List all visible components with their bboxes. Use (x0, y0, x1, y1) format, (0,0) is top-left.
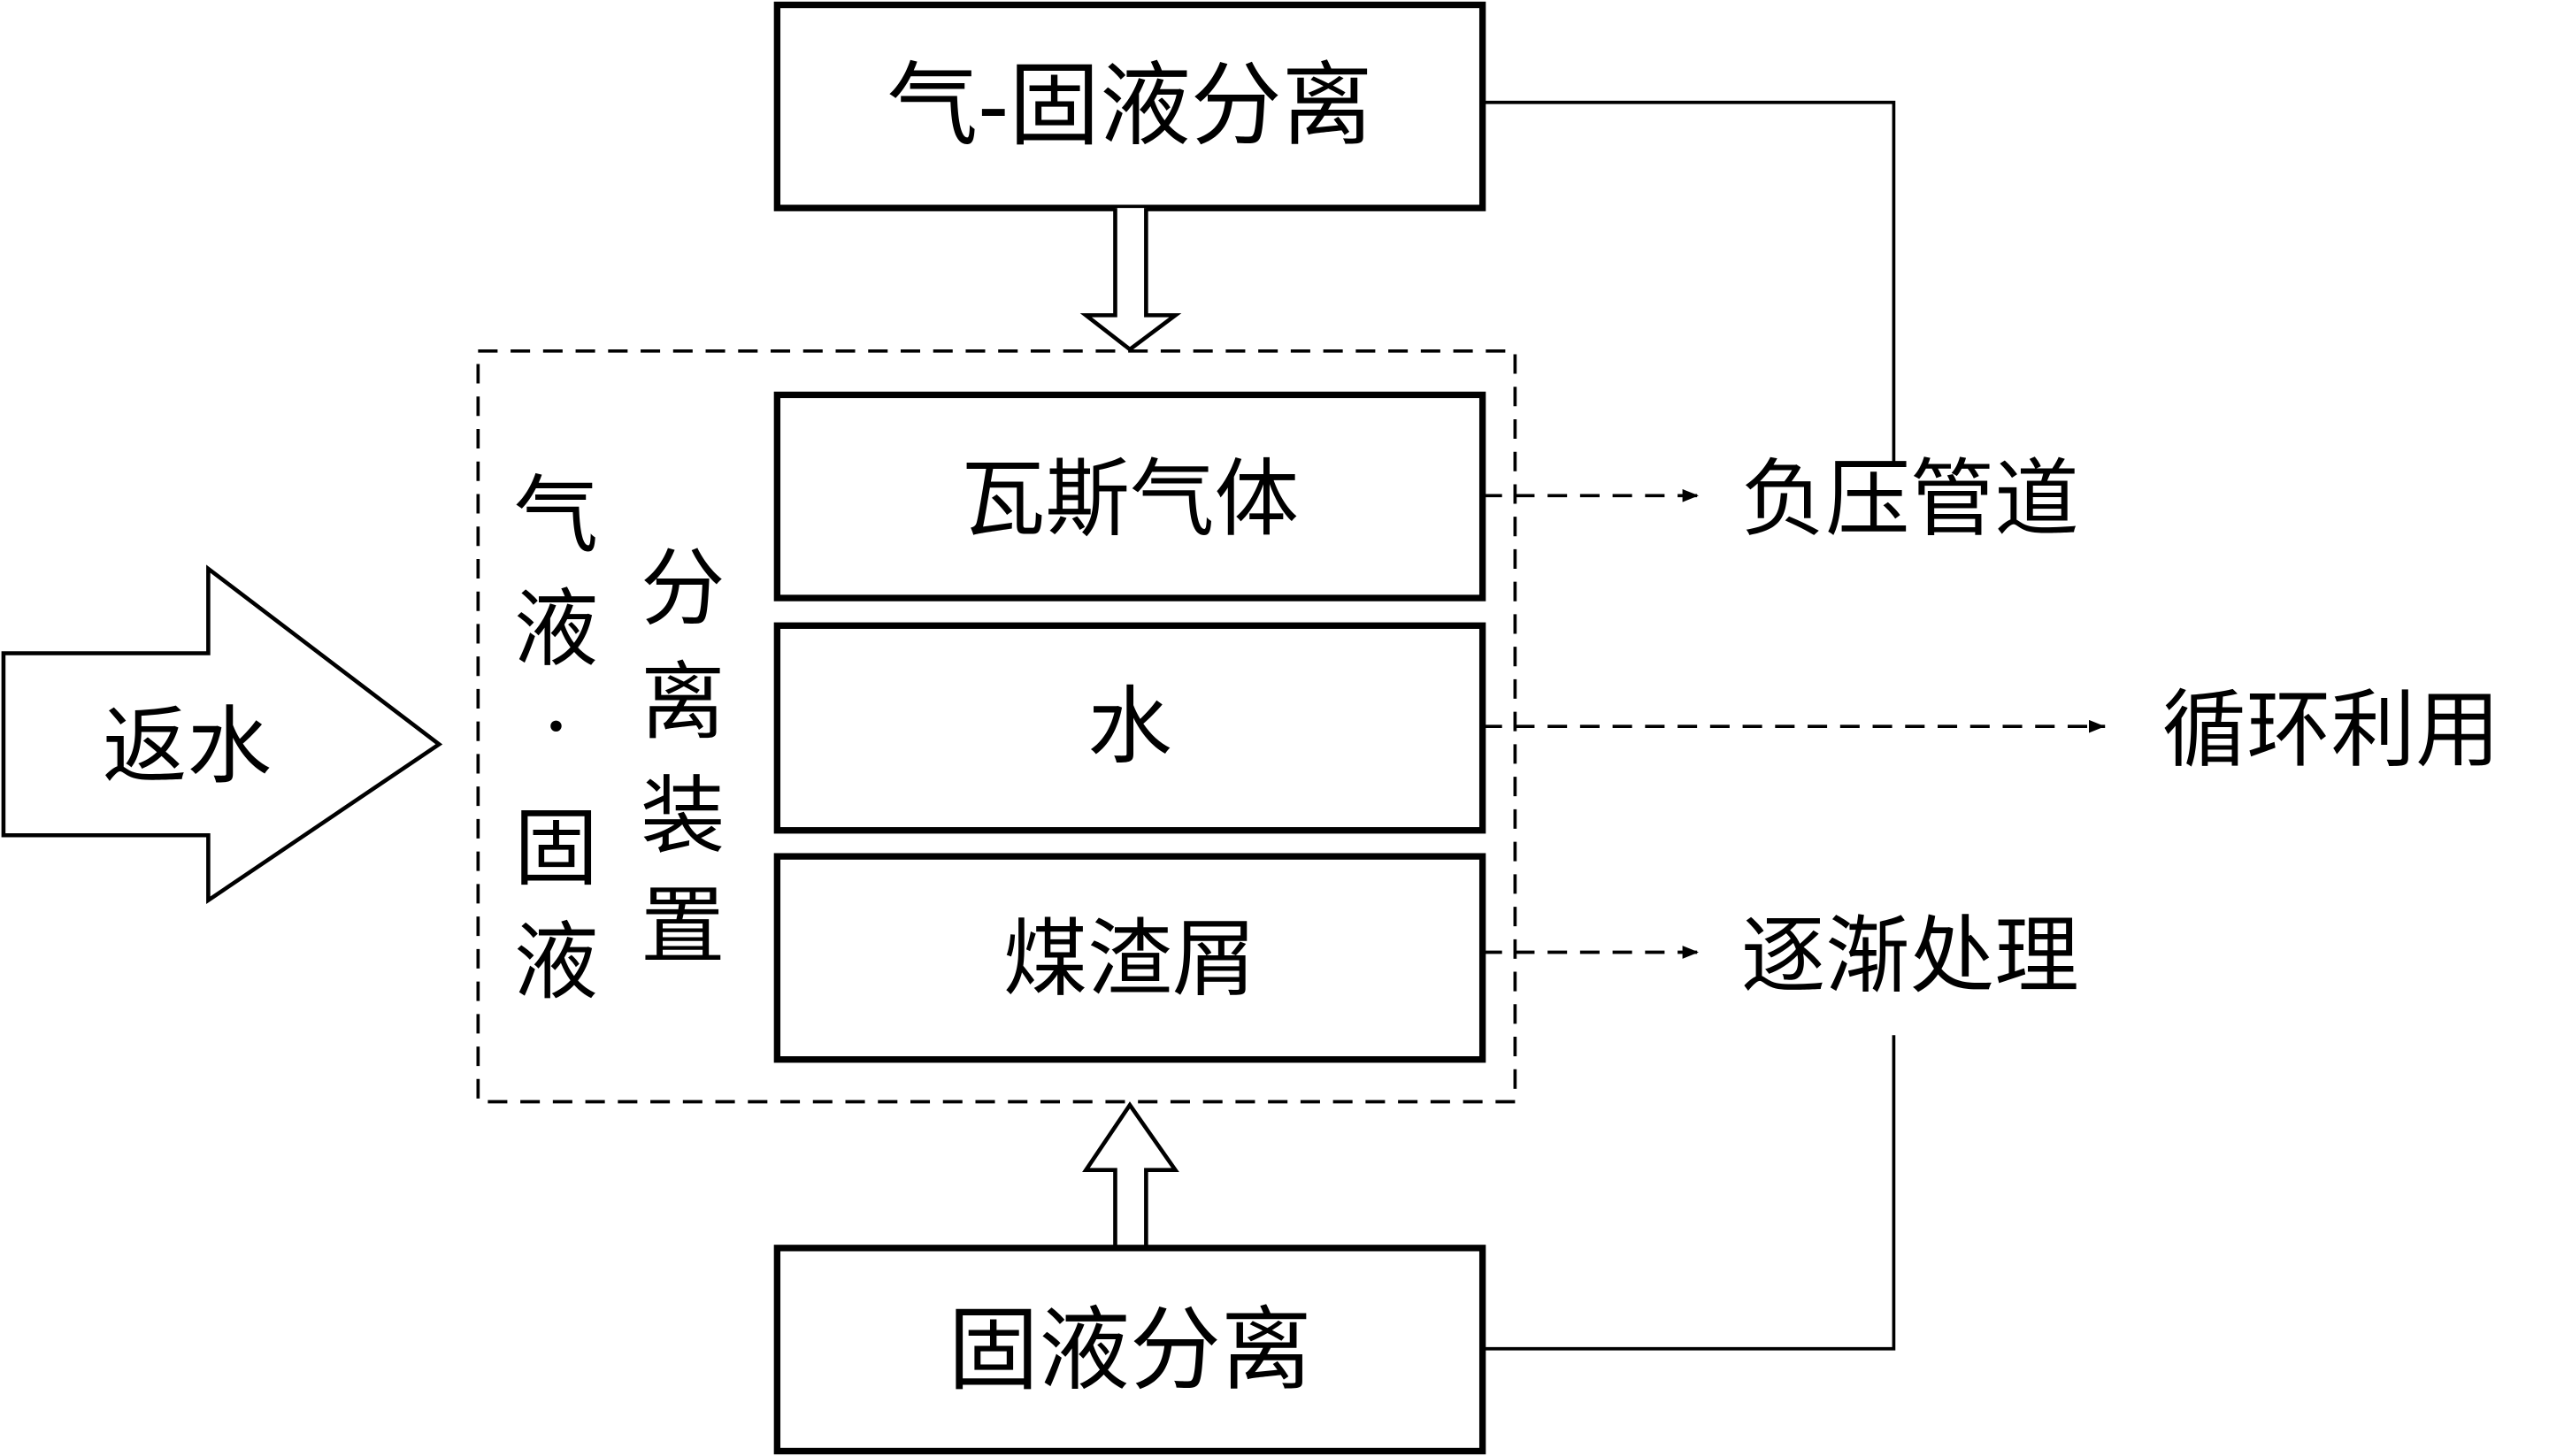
left-label-char: 液 (514, 913, 599, 1012)
left-label-char: 气 (514, 465, 599, 564)
coal-residue-output-box: 煤渣屑 (773, 853, 1486, 1063)
coal-residue-output-label: 煤渣屑 (1003, 909, 1257, 1008)
up-arrow (1082, 1101, 1179, 1248)
top-box-label: 气-固液分离 (887, 53, 1372, 158)
destination-negative-pressure-pipe: 负压管道 (1741, 449, 2079, 548)
right-label-char: 离 (641, 653, 726, 752)
water-output-box: 水 (773, 622, 1486, 834)
bottom-connector-line (1482, 1035, 1896, 1351)
return-water-inlet-arrow: 返水 (1, 564, 443, 905)
right-label-char: 分 (641, 539, 726, 638)
right-label-char: 装 (641, 766, 726, 865)
water-output-label: 水 (1087, 677, 1172, 776)
destination-gradual-treatment: 逐渐处理 (1741, 906, 2079, 1005)
destination-recycle: 循环利用 (2162, 680, 2500, 779)
gas-solid-liquid-separation-box: 气-固液分离 (773, 1, 1486, 211)
top-connector-line (1482, 100, 1896, 464)
separator-right-label: 分 离 装 置 (641, 539, 726, 976)
separator-left-label: 气 液 · 固 液 (514, 465, 599, 1011)
left-label-char: · (542, 677, 569, 776)
bottom-box-label: 固液分离 (948, 1298, 1311, 1403)
left-label-char: 固 (514, 799, 599, 898)
left-label-char: 液 (514, 579, 599, 678)
inlet-label: 返水 (103, 696, 272, 795)
gas-output-label: 瓦斯气体 (961, 449, 1299, 548)
right-label-char: 置 (641, 877, 726, 976)
gas-output-box: 瓦斯气体 (773, 391, 1486, 602)
down-arrow (1079, 208, 1182, 352)
solid-liquid-separation-box: 固液分离 (773, 1245, 1486, 1455)
